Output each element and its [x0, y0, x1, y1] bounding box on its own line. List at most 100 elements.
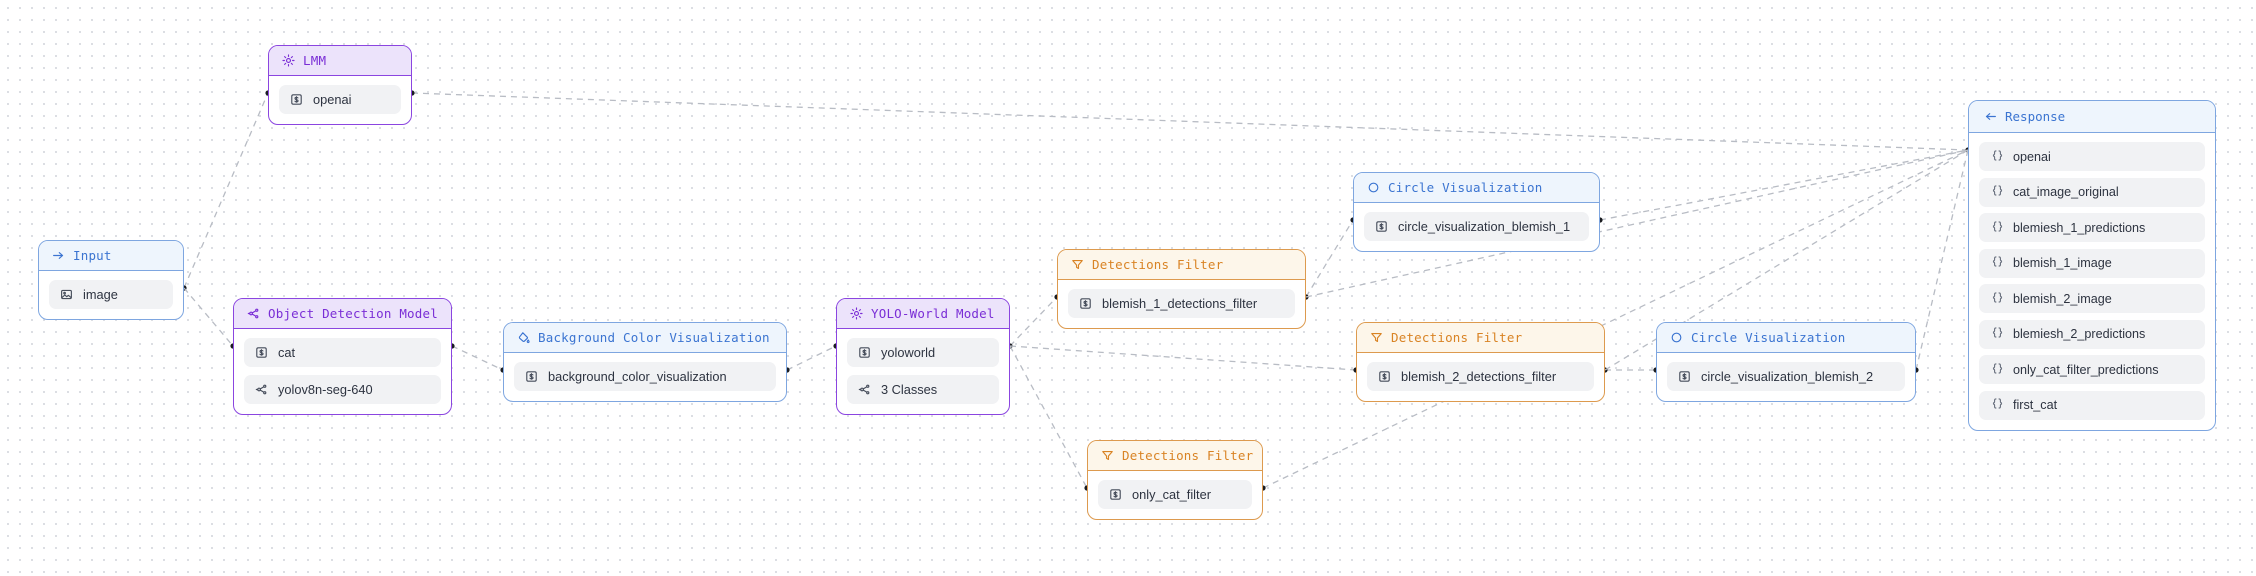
node-field-label: blemish_2_detections_filter	[1401, 369, 1557, 384]
node-field[interactable]: background_color_visualization	[514, 362, 776, 391]
node-field-label: yoloworld	[881, 345, 936, 360]
node-body-background-color-visualization: background_color_visualization	[504, 353, 786, 401]
node-field-label: background_color_visualization	[548, 369, 727, 384]
funnel-icon	[1369, 331, 1383, 345]
node-body-yolo-world-model: yoloworld 3 Classes	[837, 329, 1009, 414]
edge-detections-filter-blemish-1-to-circle-visualization-blemish-1	[1305, 219, 1354, 298]
node-field[interactable]: image	[49, 280, 173, 309]
node-field-label: blemish_1_detections_filter	[1102, 296, 1258, 311]
braces-icon	[1991, 220, 2004, 236]
dollar-box-icon	[290, 93, 304, 107]
response-output-label: first_cat	[2013, 398, 2058, 412]
response-panel[interactable]: Response openai cat_image_original blemiesh…	[1968, 100, 2216, 431]
image-icon	[60, 288, 74, 302]
response-output-label: blemish_1_image	[2013, 256, 2112, 270]
response-output-row[interactable]: cat_image_original	[1979, 177, 2205, 207]
edge-input-to-object-detection-model	[183, 287, 234, 347]
node-title: Object Detection Model	[268, 306, 438, 321]
gear-icon	[849, 307, 863, 321]
node-field[interactable]: blemish_1_detections_filter	[1068, 289, 1295, 318]
dollar-box-icon	[1079, 297, 1093, 311]
paint-bucket-icon	[516, 331, 530, 345]
node-field[interactable]: only_cat_filter	[1098, 480, 1252, 509]
response-output-label: only_cat_filter_predictions	[2013, 362, 2159, 377]
edge-yolo-world-model-to-detections-filter-blemish-2	[1009, 345, 1357, 371]
node-field-label: 3 Classes	[881, 382, 938, 397]
response-panel-title: Response	[2005, 109, 2066, 124]
response-output-label: cat_image_original	[2013, 185, 2119, 199]
funnel-icon	[1100, 449, 1114, 463]
node-body-detections-filter-only-cat: only_cat_filter	[1088, 471, 1262, 519]
edge-input-to-lmm	[183, 92, 269, 289]
node-header-object-detection-model: Object Detection Model	[234, 299, 451, 329]
response-panel-body: openai cat_image_original blemiesh_1_predi…	[1969, 133, 2215, 430]
edge-yolo-world-model-to-detections-filter-only-cat	[1009, 345, 1088, 489]
braces-icon	[1991, 397, 2004, 413]
response-output-row[interactable]: first_cat	[1979, 390, 2205, 420]
edge-lmm-to-response	[411, 92, 1969, 151]
node-header-circle-visualization-blemish-1: Circle Visualization	[1354, 173, 1599, 203]
response-panel-header: Response	[1969, 101, 2215, 133]
edge-circle-visualization-blemish-1-to-response	[1599, 149, 1969, 221]
node-header-background-color-visualization: Background Color Visualization	[504, 323, 786, 353]
node-body-detections-filter-blemish-2: blemish_2_detections_filter	[1357, 353, 1604, 401]
node-object-detection-model[interactable]: Object Detection Model cat yolov8n-seg-640	[233, 298, 452, 415]
node-field-label: cat	[278, 345, 296, 360]
response-output-row[interactable]: blemiesh_1_predictions	[1979, 213, 2205, 242]
dollar-box-icon	[525, 370, 539, 384]
braces-icon	[1991, 326, 2004, 342]
node-circle-visualization-blemish-1[interactable]: Circle Visualization circle_visualization…	[1353, 172, 1600, 252]
node-circle-visualization-blemish-2[interactable]: Circle Visualization circle_visualization…	[1656, 322, 1916, 402]
node-title: Background Color Visualization	[538, 330, 770, 345]
node-field-label: openai	[313, 92, 352, 107]
node-title: Circle Visualization	[1691, 330, 1846, 345]
node-field[interactable]: yoloworld	[847, 338, 999, 367]
node-field-label: only_cat_filter	[1132, 487, 1211, 502]
node-field[interactable]: 3 Classes	[847, 375, 999, 404]
node-field[interactable]: openai	[279, 85, 401, 114]
node-title: Detections Filter	[1391, 330, 1523, 345]
node-body-circle-visualization-blemish-2: circle_visualization_blemish_2	[1657, 353, 1915, 401]
gear-icon	[281, 54, 295, 68]
arrow-left-icon[interactable]	[1983, 110, 1997, 124]
response-output-row[interactable]: only_cat_filter_predictions	[1979, 355, 2205, 384]
response-output-row[interactable]: blemish_2_image	[1979, 284, 2205, 313]
node-input[interactable]: Input image	[38, 240, 184, 320]
response-output-row[interactable]: blemiesh_2_predictions	[1979, 319, 2205, 349]
funnel-icon	[1070, 258, 1084, 272]
arrow-right-icon	[51, 249, 65, 263]
node-lmm[interactable]: LMM openai	[268, 45, 412, 125]
node-header-yolo-world-model: YOLO-World Model	[837, 299, 1009, 329]
node-field[interactable]: yolov8n-seg-640	[244, 375, 441, 404]
response-output-row[interactable]: blemish_1_image	[1979, 248, 2205, 278]
response-output-row[interactable]: openai	[1979, 142, 2205, 171]
node-title: Input	[73, 248, 112, 263]
edge-object-detection-model-to-background-color-visualization	[451, 345, 504, 371]
node-field[interactable]: cat	[244, 338, 441, 367]
node-title: LMM	[303, 53, 327, 68]
node-title: Circle Visualization	[1388, 180, 1543, 195]
dollar-box-icon	[1378, 370, 1392, 384]
node-background-color-visualization[interactable]: Background Color Visualization background…	[503, 322, 787, 402]
node-body-detections-filter-blemish-1: blemish_1_detections_filter	[1058, 280, 1305, 328]
node-header-lmm: LMM	[269, 46, 411, 76]
node-header-circle-visualization-blemish-2: Circle Visualization	[1657, 323, 1915, 353]
node-field[interactable]: blemish_2_detections_filter	[1367, 362, 1594, 391]
edge-yolo-world-model-to-detections-filter-blemish-1	[1009, 296, 1058, 347]
node-yolo-world-model[interactable]: YOLO-World Model yoloworld 3 Classes	[836, 298, 1010, 415]
node-detections-filter-blemish-2[interactable]: Detections Filter blemish_2_detections_fi…	[1356, 322, 1605, 402]
circle-icon	[1669, 331, 1683, 345]
model-graph-icon	[858, 383, 872, 397]
node-field-label: image	[83, 287, 118, 302]
braces-icon	[1991, 362, 2004, 378]
edge-background-color-visualization-to-yolo-world-model	[786, 345, 837, 371]
node-field-label: circle_visualization_blemish_1	[1398, 219, 1571, 234]
node-field[interactable]: circle_visualization_blemish_1	[1364, 212, 1589, 241]
node-body-object-detection-model: cat yolov8n-seg-640	[234, 329, 451, 414]
response-output-label: blemiesh_1_predictions	[2013, 220, 2146, 235]
model-graph-icon	[255, 383, 269, 397]
node-field[interactable]: circle_visualization_blemish_2	[1667, 362, 1905, 391]
